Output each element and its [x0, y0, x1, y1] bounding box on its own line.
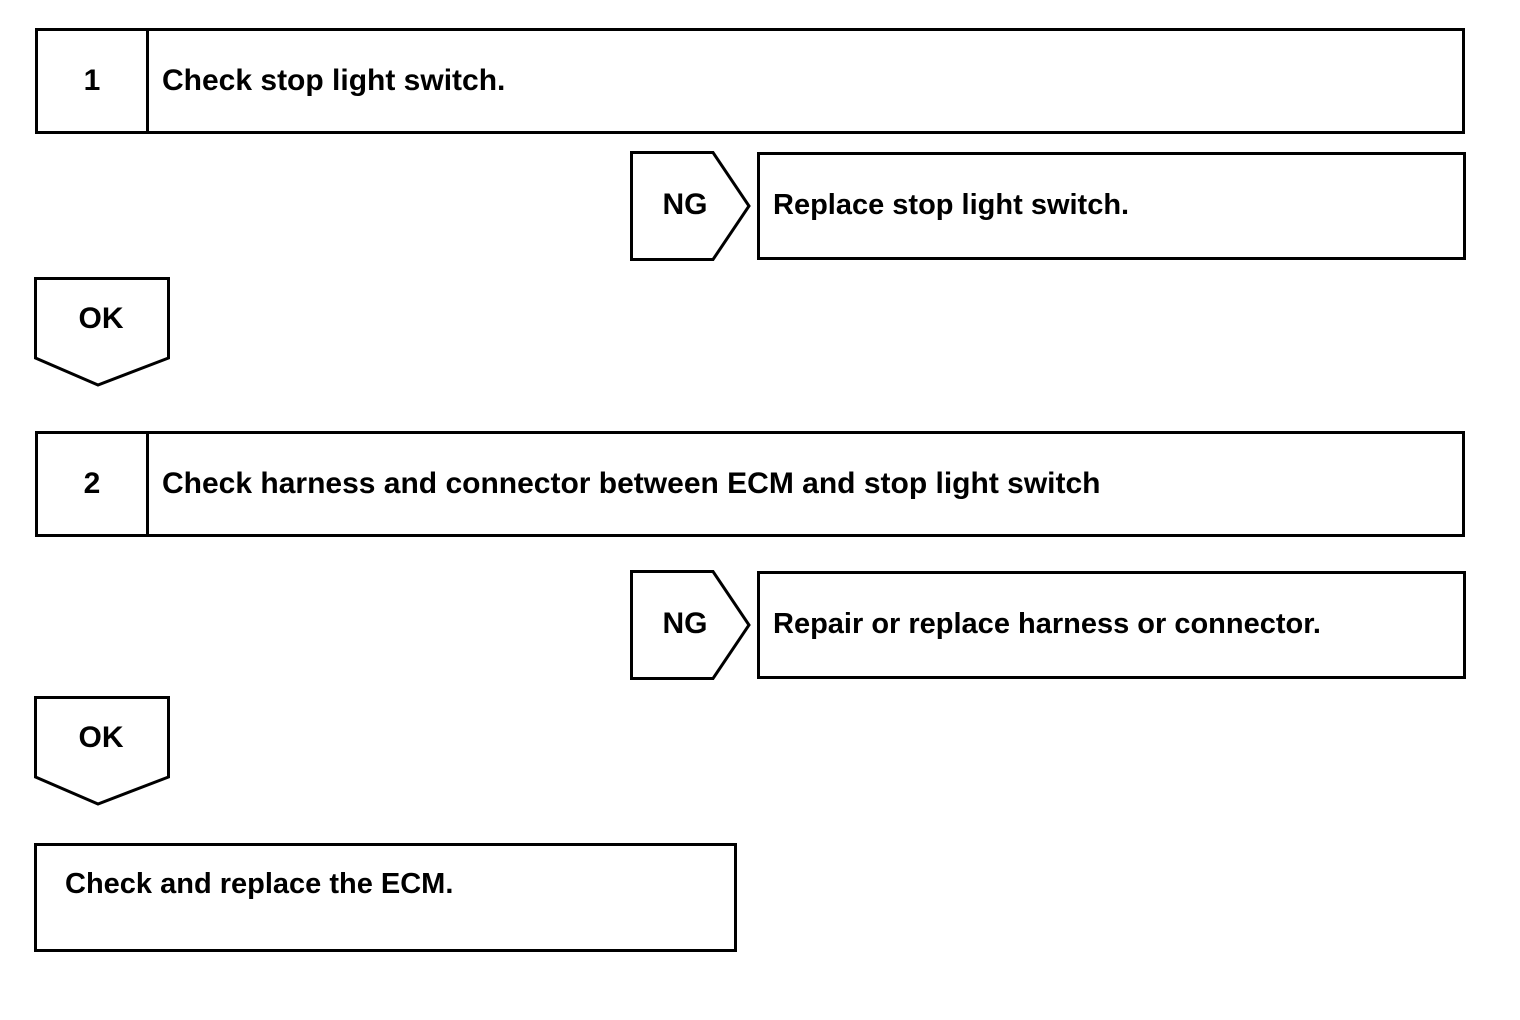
final-action-text: Check and replace the ECM.	[65, 868, 454, 900]
ng-label-1: NG	[662, 188, 708, 221]
step-1-box: 1 Check stop light switch.	[35, 28, 1465, 134]
step-1-number: 1	[38, 31, 149, 131]
ng-result-2-text: Repair or replace harness or connector.	[773, 608, 1321, 640]
step-2-text: Check harness and connector between ECM …	[162, 467, 1101, 500]
ng-label-2: NG	[662, 607, 708, 640]
ok-label-2: OK	[78, 721, 124, 754]
ok-arrow-1-icon	[34, 277, 170, 387]
step-2-box: 2 Check harness and connector between EC…	[35, 431, 1465, 537]
step-1-text: Check stop light switch.	[162, 64, 506, 97]
ng-result-1-box: Replace stop light switch.	[757, 152, 1466, 260]
ok-arrow-2-icon	[34, 696, 170, 806]
ok-label-1: OK	[78, 302, 124, 335]
ng-arrow-1-icon	[630, 151, 751, 261]
ng-result-2-box: Repair or replace harness or connector.	[757, 571, 1466, 679]
step-2-number: 2	[38, 434, 149, 534]
final-action-box: Check and replace the ECM.	[34, 843, 737, 952]
ng-result-1-text: Replace stop light switch.	[773, 189, 1130, 221]
ng-arrow-2-icon	[630, 570, 751, 680]
